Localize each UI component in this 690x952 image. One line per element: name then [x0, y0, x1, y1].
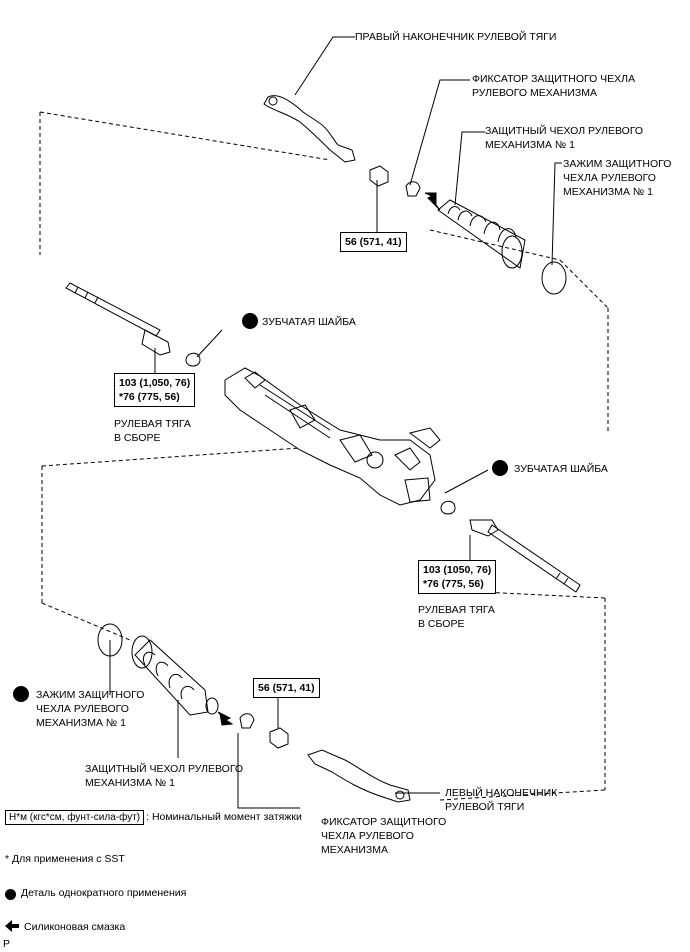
steering-rack-body	[224, 367, 441, 506]
boot-lower	[131, 635, 219, 716]
grease-arrow-lower	[217, 711, 234, 726]
legend-grease: Силиконовая смазка	[24, 921, 126, 933]
right-tie-rod-end	[263, 95, 356, 163]
grease-arrow-upper	[424, 192, 441, 211]
upper-assembly-outline	[39, 111, 609, 432]
torque-spec-nut-upper: 56 (571, 41)	[340, 232, 407, 252]
label-claw-washer-lower: ЗУБЧАТАЯ ШАЙБА	[514, 463, 608, 475]
leader-lines	[109, 36, 562, 809]
legend-non-reusable: Деталь однократного применения	[21, 887, 187, 899]
label-boot-clamp-upper: ЗАЖИМ ЗАЩИТНОГО ЧЕХЛА РУЛЕВОГО МЕХАНИЗМА…	[563, 158, 672, 198]
nut-upper	[369, 165, 389, 187]
label-claw-washer-upper: ЗУБЧАТАЯ ШАЙБА	[262, 316, 356, 328]
boot-clip-lower	[239, 713, 255, 729]
boot-upper	[437, 199, 526, 269]
label-left-tie-rod-end: ЛЕВЫЙ НАКОНЕЧНИК РУЛЕВОЙ ТЯГИ	[445, 787, 558, 813]
label-boot-lower: ЗАЩИТНЫЙ ЧЕХОЛ РУЛЕВОГО МЕХАНИЗМА № 1	[85, 763, 244, 789]
label-boot-clamp-lower: ЗАЖИМ ЗАЩИТНОГО ЧЕХЛА РУЛЕВОГО МЕХАНИЗМА…	[36, 689, 145, 729]
claw-washer-upper	[185, 352, 201, 367]
label-rack-end-lower: РУЛЕВАЯ ТЯГА В СБОРЕ	[418, 604, 495, 630]
rack-end-lower	[469, 519, 581, 593]
lower-assembly-outline	[41, 447, 606, 801]
torque-spec-rack-end-lower: 103 (1050, 76) *76 (775, 56)	[418, 560, 497, 594]
non-reusable-icon	[492, 460, 508, 476]
non-reusable-icon	[242, 313, 258, 329]
label-boot-clip-lower: ФИКСАТОР ЗАЩИТНОГО ЧЕХЛА РУЛЕВОГО МЕХАНИ…	[321, 816, 447, 856]
label-rack-end-upper: РУЛЕВАЯ ТЯГА В СБОРЕ	[114, 418, 191, 444]
boot-clamp-lower	[97, 623, 123, 657]
left-tie-rod-end	[307, 749, 411, 803]
rack-end-upper	[65, 282, 171, 356]
legend-sst-note: * Для применения с SST	[5, 853, 125, 865]
claw-washer-lower	[440, 500, 456, 515]
boot-clip-upper	[405, 181, 421, 197]
legend-torque-desc: : Номинальный момент затяжки	[146, 811, 302, 823]
legend-torque-units: Н*м (кгс*см, фунт-сила-фут)	[5, 810, 145, 825]
label-right-tie-rod-end: ПРАВЫЙ НАКОНЕЧНИК РУЛЕВОЙ ТЯГИ	[355, 31, 557, 43]
torque-spec-nut-lower: 56 (571, 41)	[253, 678, 320, 698]
legend-torque: Н*м (кгс*см, фунт-сила-фут): Номинальный…	[5, 810, 302, 825]
non-reusable-icon	[13, 686, 29, 702]
label-boot-upper: ЗАЩИТНЫЙ ЧЕХОЛ РУЛЕВОГО МЕХАНИЗМА № 1	[485, 125, 644, 151]
label-boot-clip-upper: ФИКСАТОР ЗАЩИТНОГО ЧЕХЛА РУЛЕВОГО МЕХАНИ…	[472, 73, 636, 99]
non-reusable-legend-icon	[5, 889, 16, 900]
nut-lower	[269, 727, 289, 749]
corner-code: P	[3, 938, 11, 950]
boot-clamp-upper	[541, 261, 567, 295]
torque-spec-rack-end-upper: 103 (1,050, 76) *76 (775, 56)	[114, 373, 196, 407]
